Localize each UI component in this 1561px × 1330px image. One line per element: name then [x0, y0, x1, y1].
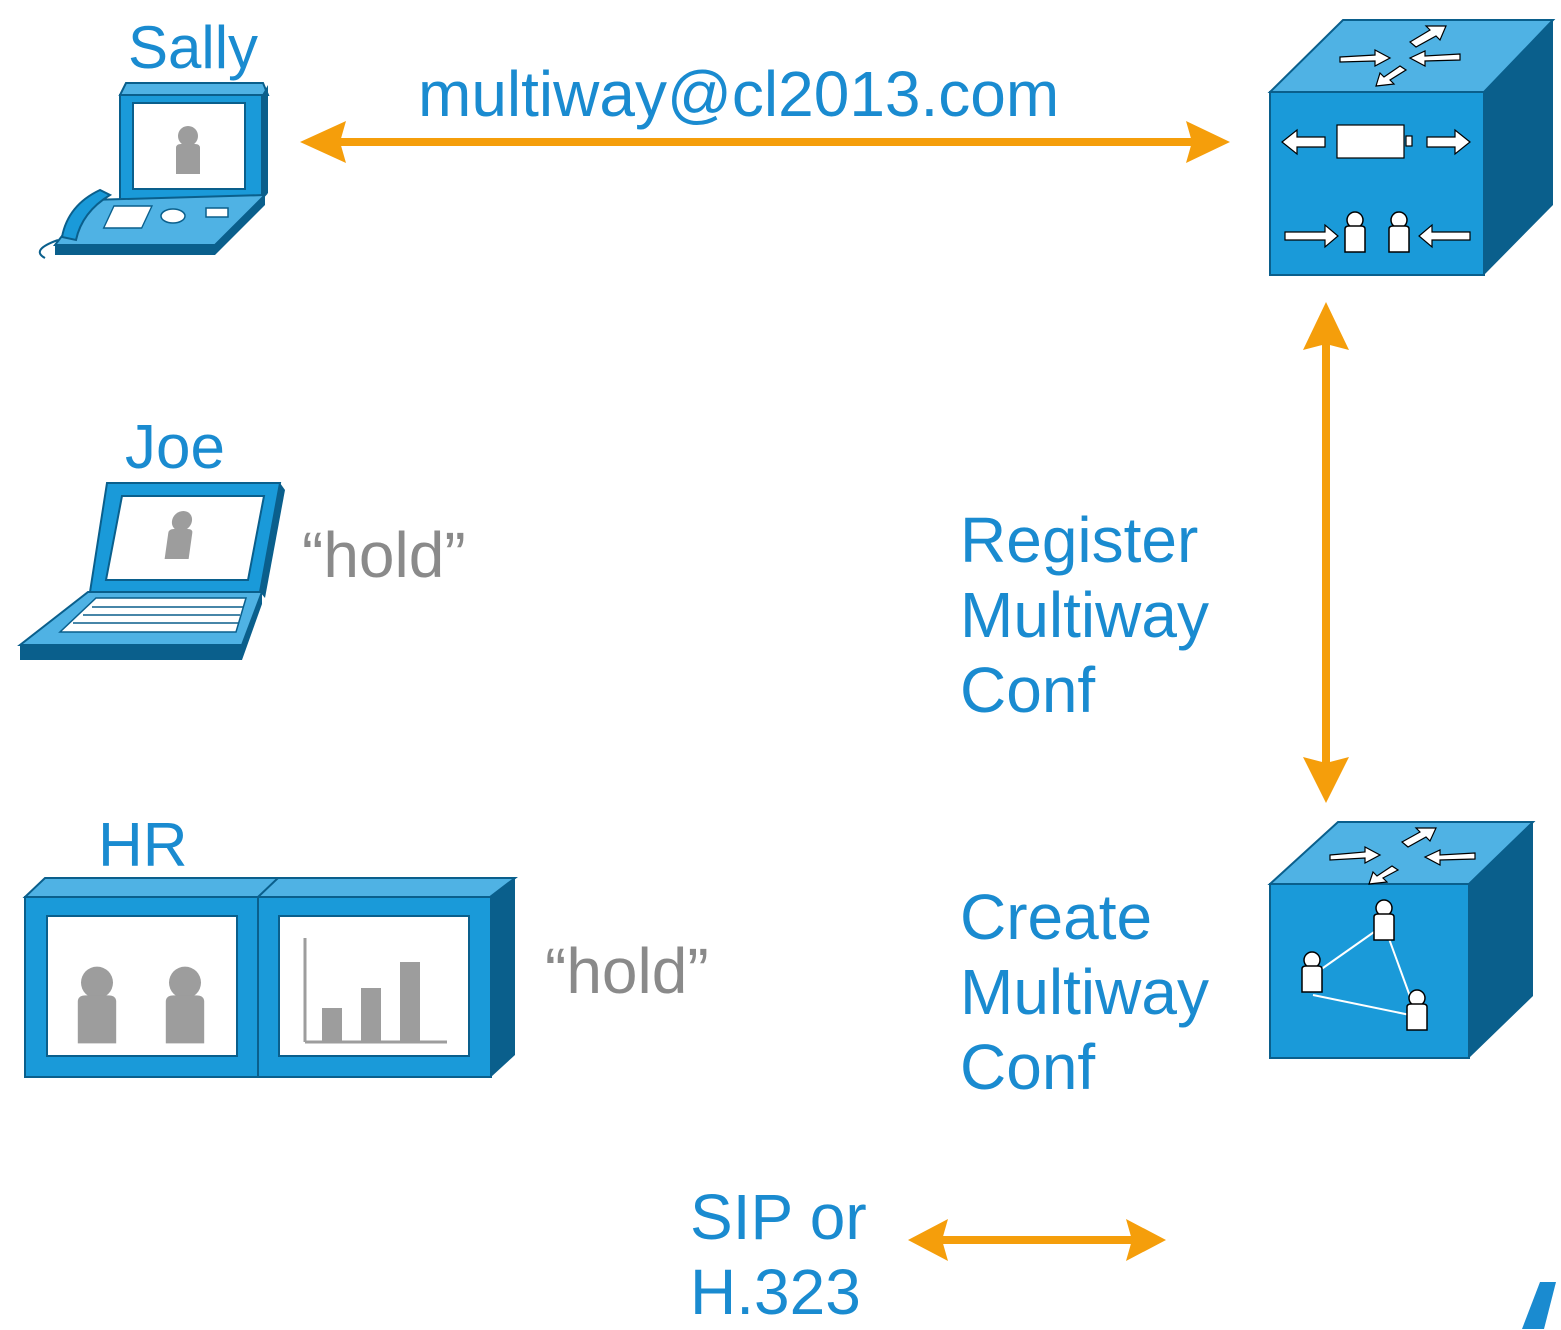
sip-uri-label: multiway@cl2013.com: [418, 58, 1060, 130]
create-line-3: Conf: [960, 1030, 1096, 1103]
protocol-line-2: H.323: [690, 1255, 861, 1328]
conference-bridge-icon: [1267, 821, 1536, 1059]
sally-label: Sally: [128, 14, 259, 81]
corner-accent: [1522, 1282, 1556, 1329]
register-multiway-label: Register Multiway Conf: [960, 503, 1209, 728]
register-line-2: Multiway: [960, 578, 1209, 651]
create-line-2: Multiway: [960, 955, 1209, 1028]
sally-to-server-arrow: [300, 121, 1230, 163]
protocol-label: SIP or H.323: [690, 1180, 867, 1330]
joe-label: Joe: [125, 413, 225, 482]
create-multiway-label: Create Multiway Conf: [960, 880, 1209, 1105]
telepresence-icon: [22, 877, 518, 1078]
video-gateway-icon: [1267, 19, 1556, 276]
hr-hold-label: “hold”: [545, 935, 709, 1007]
laptop-video-icon: [17, 482, 285, 660]
bar-chart-icon: [303, 938, 447, 1044]
protocol-line-1: SIP or: [690, 1181, 867, 1253]
register-line-3: Conf: [960, 653, 1096, 726]
register-line-1: Register: [960, 504, 1199, 576]
protocol-arrow: [908, 1219, 1166, 1261]
ip-video-phone-icon: [38, 82, 270, 259]
joe-hold-label: “hold”: [302, 519, 466, 591]
register-arrow: [1303, 302, 1349, 803]
hr-label: HR: [98, 811, 188, 880]
create-line-1: Create: [960, 881, 1153, 953]
